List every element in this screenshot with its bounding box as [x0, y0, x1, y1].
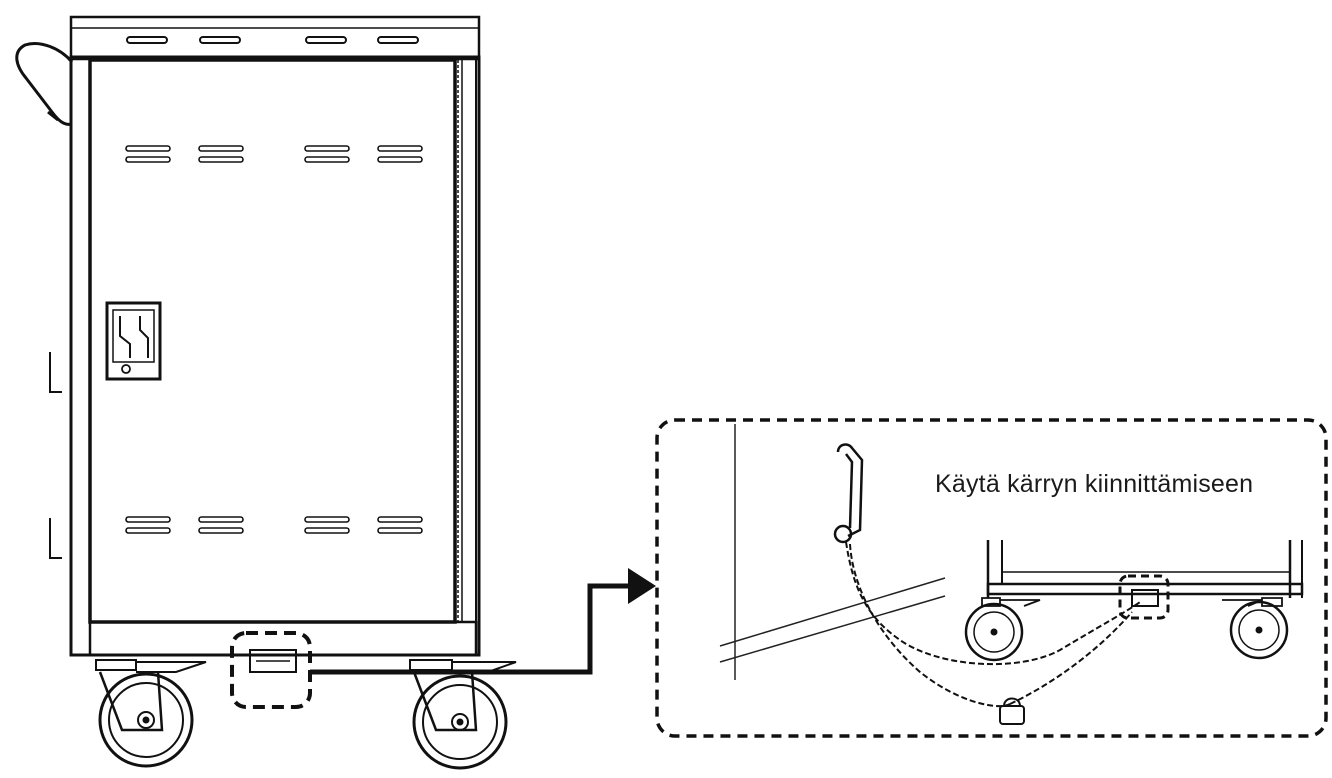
wall-illustration: [719, 424, 946, 680]
top-vents: [126, 36, 419, 44]
door-latch-icon: [105, 301, 162, 381]
cart-illustration: [15, 15, 481, 673]
caster-left: [95, 659, 207, 768]
wall-hook-icon: [833, 443, 864, 544]
lower-vents: [125, 516, 423, 534]
chain-illustration: [845, 541, 1141, 725]
callout-arrow-icon: [310, 568, 656, 675]
anchor-point-highlight: [230, 631, 312, 709]
detail-caption: Käytä kärryn kiinnittämiseen: [935, 470, 1254, 498]
caster-right: [409, 659, 517, 770]
detail-callout-box: [655, 418, 1328, 738]
upper-vents: [125, 145, 423, 163]
detail-anchor-highlight: [1118, 574, 1170, 620]
detail-cart-illustration: [964, 540, 1304, 662]
cart-door: [88, 58, 457, 624]
side-handle: [15, 42, 74, 126]
